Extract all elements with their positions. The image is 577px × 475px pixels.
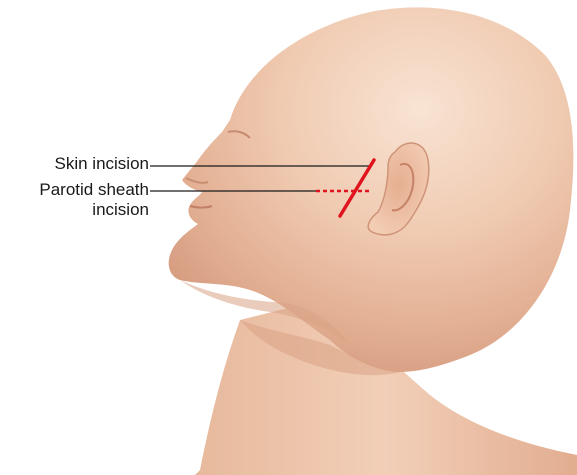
skin-incision-label: Skin incision [55, 154, 150, 174]
parotid-sheath-incision-label: Parotid sheath incision [39, 180, 149, 220]
parotid-label-line2: incision [39, 200, 149, 220]
parotid-label-line1: Parotid sheath [39, 180, 149, 200]
head [169, 7, 574, 372]
